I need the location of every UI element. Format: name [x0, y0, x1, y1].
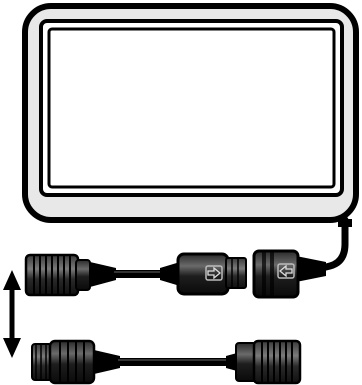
adapter-female-end	[24, 253, 116, 297]
cable-strain-relief	[338, 219, 352, 227]
extension-female-end	[226, 339, 302, 385]
monitor-screen-inner	[47, 27, 336, 189]
extension-male-end	[31, 339, 120, 385]
alignment-arrow-icon	[277, 263, 295, 279]
alignment-arrow-icon	[205, 265, 223, 281]
monitor-connector	[252, 249, 326, 299]
monitor-cable	[318, 216, 352, 272]
monitor	[22, 3, 359, 223]
adapter-cable	[24, 252, 247, 297]
adapter-male-plug	[160, 252, 247, 296]
extension-cable	[31, 339, 302, 385]
swap-arrow	[3, 270, 21, 358]
